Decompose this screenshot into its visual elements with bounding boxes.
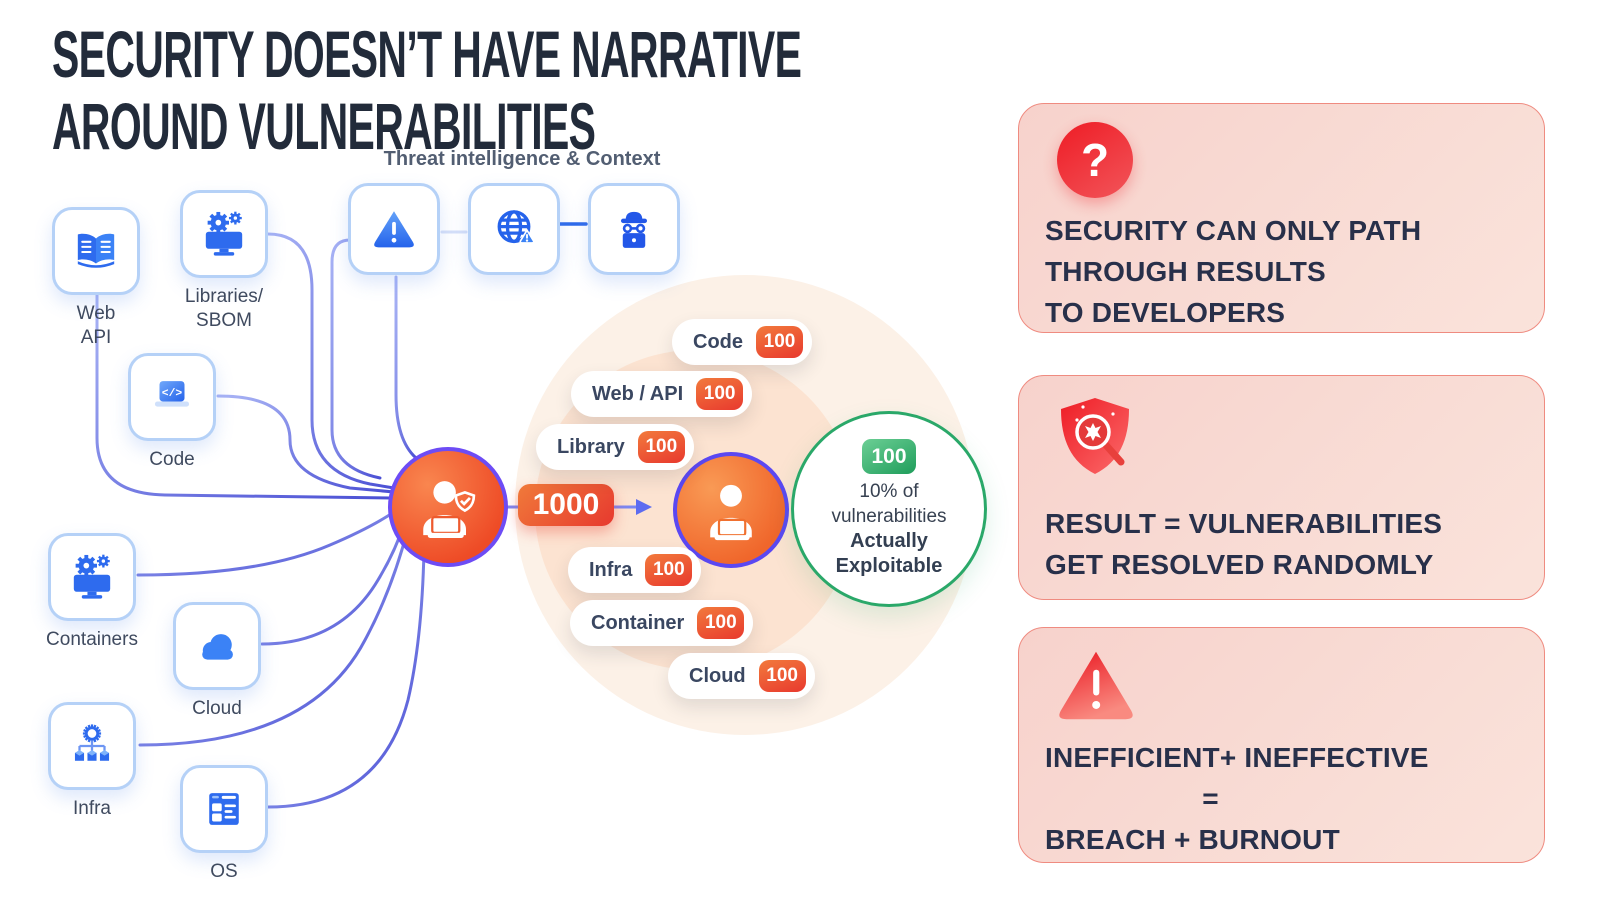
category-pill-library: Library 100 (536, 424, 694, 470)
person-shield-icon (423, 481, 476, 538)
category-pill-container: Container 100 (570, 600, 754, 646)
window-icon (209, 793, 239, 825)
result-text-line: Actually (850, 530, 928, 552)
laptop-code-icon: </> (154, 381, 190, 407)
monitor-gears-icon (73, 554, 111, 599)
category-count-badge: 100 (645, 554, 693, 586)
category-label: Cloud (689, 664, 746, 687)
category-count-badge: 100 (697, 607, 745, 639)
security-person-node (388, 447, 508, 567)
result-text-line: 10% of (859, 481, 919, 502)
svg-text:</>: </> (162, 388, 183, 400)
callout-line: RESULT = VULNERABILITIES (1045, 508, 1443, 539)
network-cubes-icon (74, 724, 110, 761)
alert-triangle-icon (1059, 651, 1133, 720)
title-line-1: SECURITY DOESN’T HAVE NARRATIVE (52, 17, 802, 91)
callout-line: = (1202, 783, 1219, 814)
title-line-2: AROUND VULNERABILITIES (52, 89, 596, 163)
callout-card-resolved-randomly: RESULT = VULNERABILITIES GET RESOLVED RA… (1018, 375, 1545, 600)
total-vulnerabilities-badge: 1000 (518, 484, 614, 526)
category-count-badge: 100 (637, 431, 685, 463)
callout-line: SECURITY CAN ONLY PATH (1045, 215, 1422, 246)
source-node-cloud: Cloud (173, 602, 261, 719)
category-label: Infra (589, 558, 633, 581)
cloud-icon (202, 634, 233, 660)
category-label: Web / API (592, 382, 684, 405)
threat-intel-label: Threat intelligence & Context (383, 148, 661, 170)
globe-alert-icon (497, 210, 535, 244)
result-text-line: Exploitable (835, 555, 943, 577)
threat-node-warning (348, 183, 440, 275)
callout-card-breach-burnout: INEFFICIENT+ INEFFECTIVE = BREACH + BURN… (1018, 627, 1545, 863)
category-label: Container (591, 611, 685, 634)
callout-line: BREACH + BURNOUT (1045, 824, 1340, 855)
callout-line: TO DEVELOPERS (1045, 297, 1286, 328)
hacker-icon (621, 211, 647, 248)
connector-lines (95, 222, 652, 809)
developer-person-node (673, 452, 789, 568)
source-label: Code (149, 449, 195, 470)
source-node-libraries: Libraries/ SBOM (180, 190, 268, 331)
warning-triangle-icon (374, 211, 414, 248)
callout-line: INEFFICIENT+ INEFFECTIVE (1045, 742, 1429, 773)
source-label: Containers (46, 629, 138, 650)
page-title: SECURITY DOESN’T HAVE NARRATIVE AROUND V… (52, 18, 1260, 162)
source-node-infra: Infra (48, 702, 136, 819)
source-node-code: </> Code (128, 353, 216, 470)
source-label: OS (210, 861, 238, 882)
category-pill-infra: Infra 100 (568, 547, 702, 593)
person-icon (710, 484, 752, 541)
category-label: Library (557, 435, 625, 458)
category-count-badge: 100 (756, 326, 803, 358)
category-pill-code: Code 100 (672, 319, 812, 365)
question-icon: ? (1057, 122, 1133, 198)
source-label: Web API (76, 303, 116, 348)
category-pill-web-api: Web / API 100 (571, 371, 753, 417)
threat-node-hacker (588, 183, 680, 275)
source-label: Libraries/ SBOM (184, 286, 264, 331)
callout-line: THROUGH RESULTS (1045, 256, 1326, 287)
book-icon (77, 233, 115, 268)
category-pill-cloud: Cloud 100 (668, 653, 815, 699)
category-label: Code (693, 330, 743, 353)
source-node-containers: Containers (46, 533, 138, 650)
monitor-gears-icon (205, 211, 243, 256)
source-label: Cloud (192, 698, 242, 719)
source-node-web-api: Web API (52, 207, 140, 348)
shield-search-icon (1061, 398, 1129, 474)
callout-card-path-through-results: ? SECURITY CAN ONLY PATH THROUGH RESULTS… (1018, 103, 1545, 333)
threat-node-globe (468, 183, 560, 275)
exploitable-count-badge: 100 (862, 439, 916, 474)
result-text-line: vulnerabilities (831, 506, 947, 527)
category-count-badge: 100 (696, 378, 744, 410)
source-label: Infra (72, 798, 112, 819)
source-node-os: OS (180, 765, 268, 882)
exploitable-result-circle: 100 10% of vulnerabilities Actually Expl… (791, 411, 987, 607)
category-count-badge: 100 (758, 660, 806, 692)
callout-line: GET RESOLVED RANDOMLY (1045, 549, 1434, 580)
